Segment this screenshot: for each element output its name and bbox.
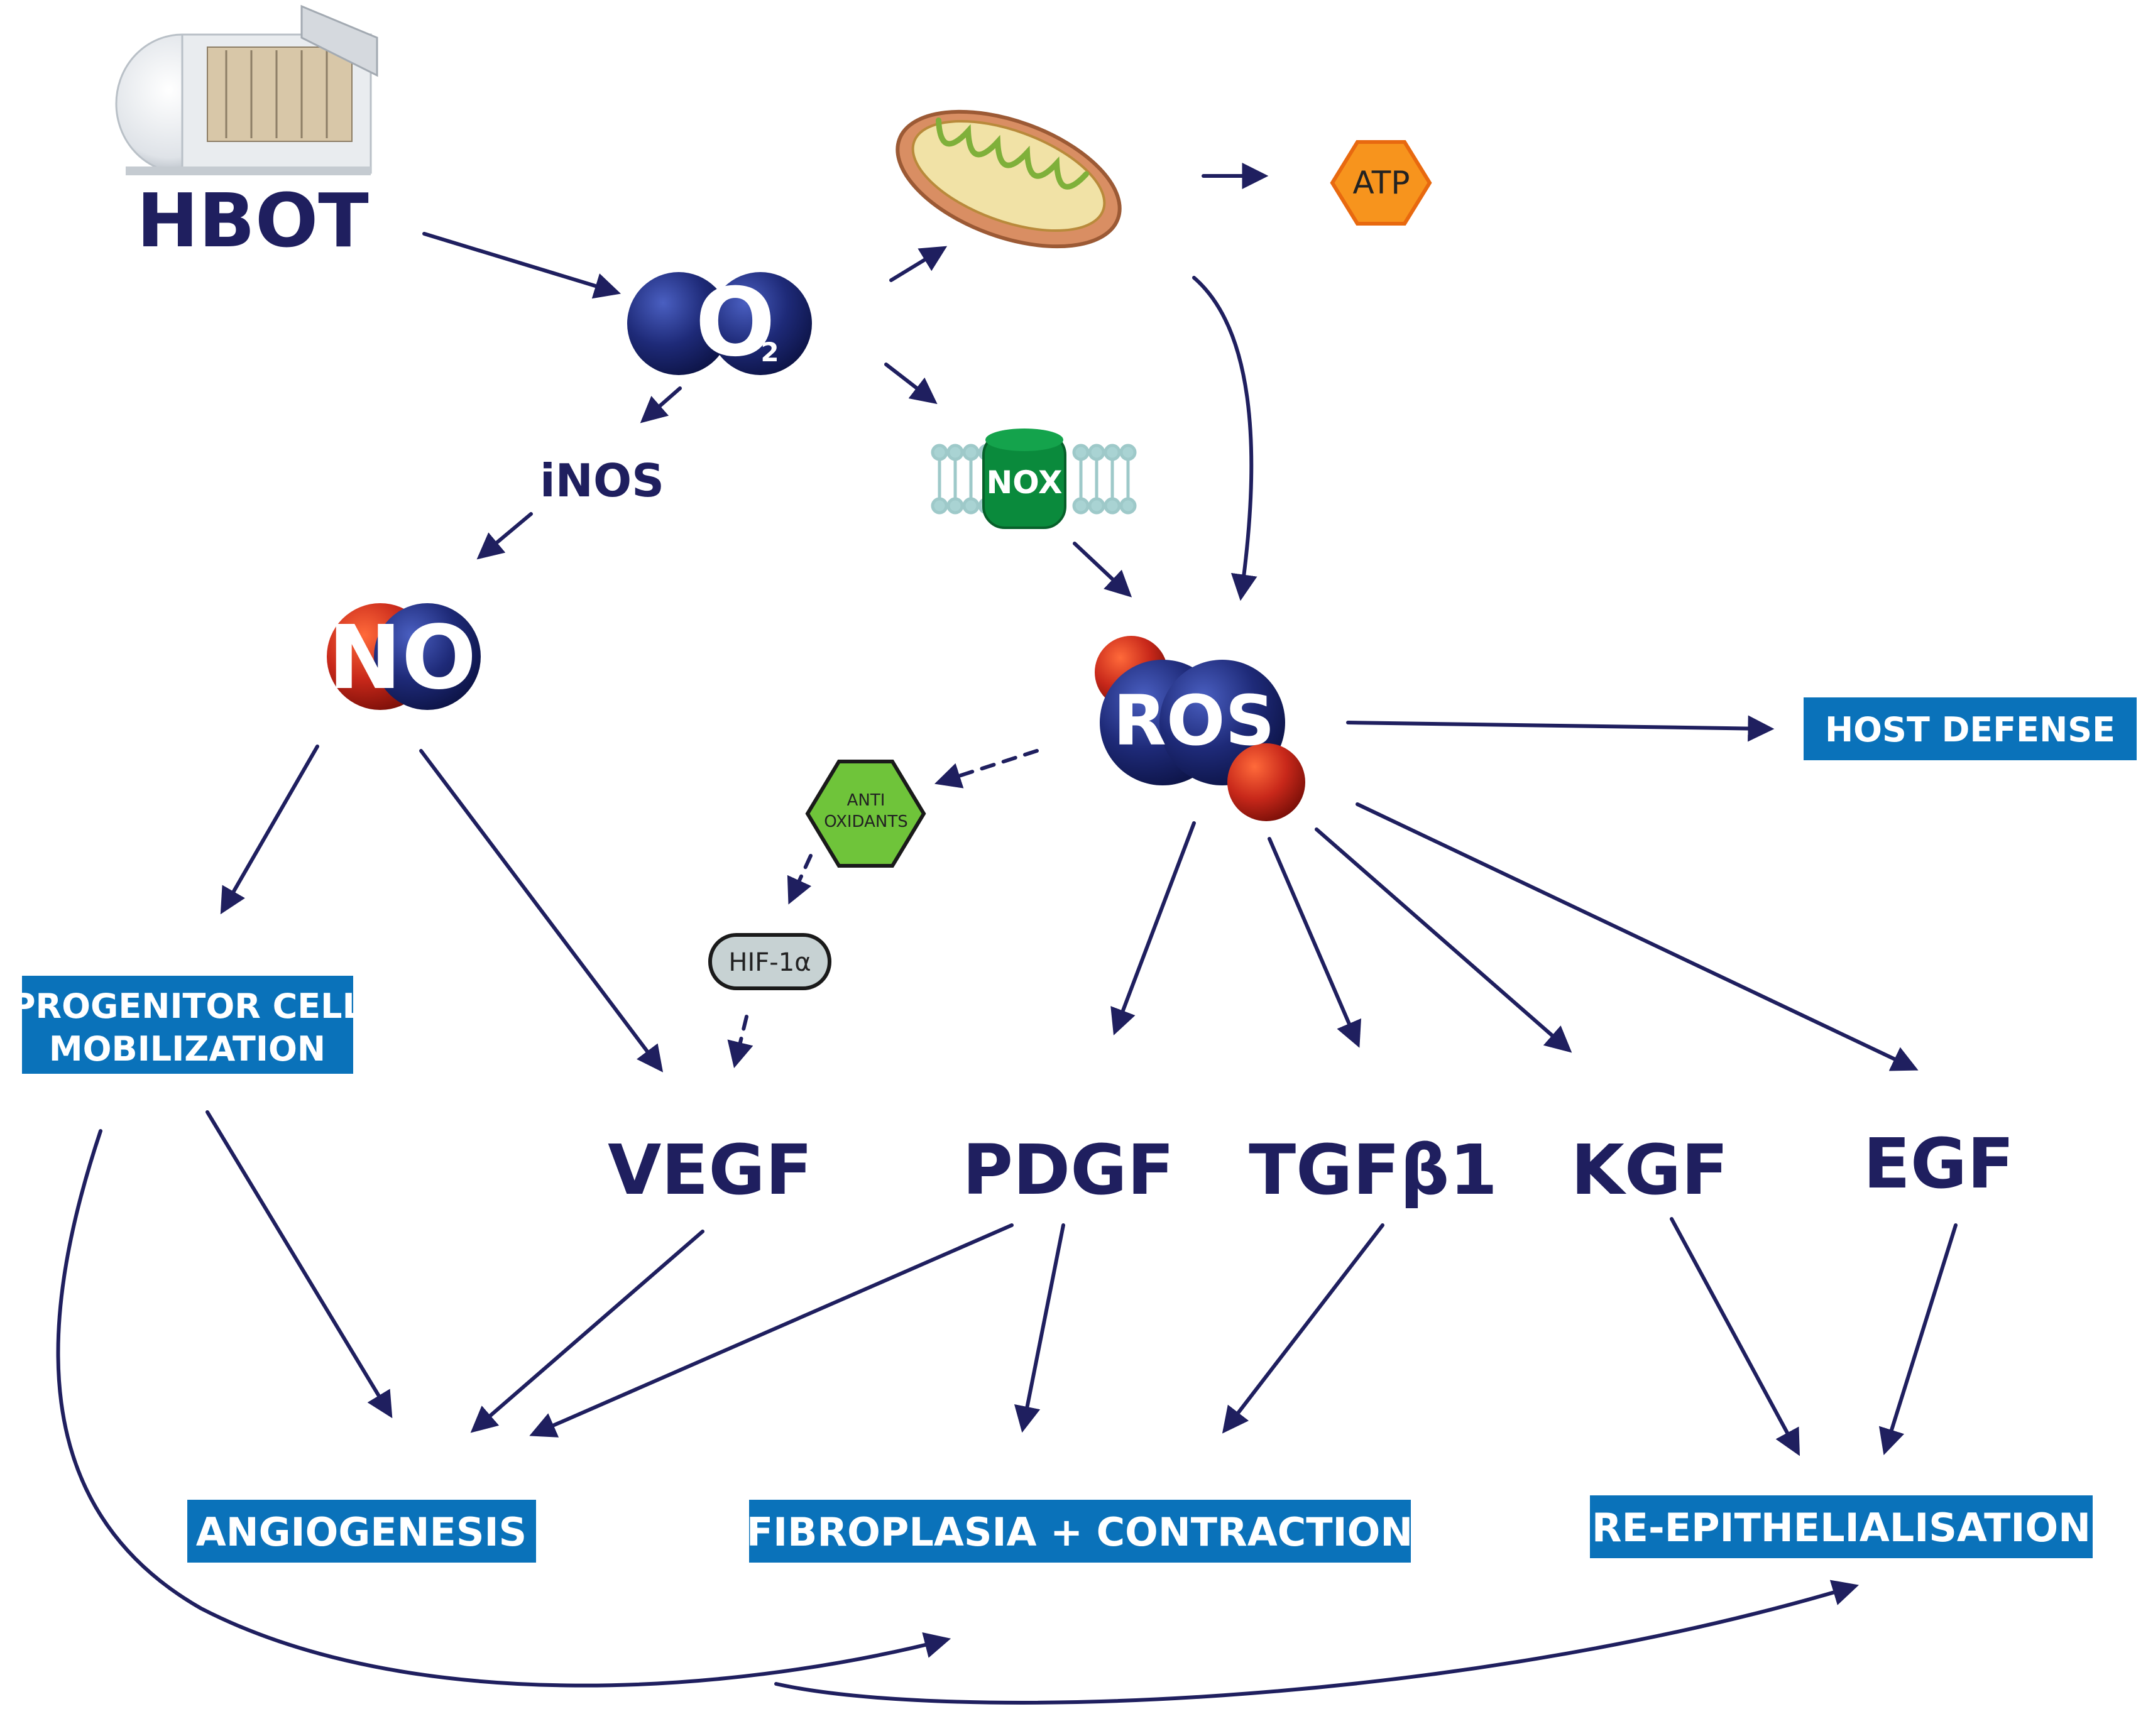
o2-molecule: O 2 [627, 268, 812, 378]
arrow-nox-to-ros [1073, 542, 1132, 598]
hif-1a-label: HIF-1α [728, 948, 811, 977]
hif-1a-pill: HIF-1α [708, 933, 831, 990]
progenitor-cell-mobilization-box: PROGENITOR CELL MOBILIZATION [11, 976, 364, 1074]
re-epithelialisation-label: RE-EPITHELIALISATION [1592, 1505, 2091, 1551]
arrow-no-to-vegf [419, 749, 664, 1073]
arrow-mitochondrion-to-ros [1192, 276, 1257, 601]
arrow-progenitor-to-angiogenesis [205, 1110, 393, 1419]
vegf-label: VEGF [608, 1130, 813, 1210]
host-defense-box: HOST DEFENSE [1804, 697, 2137, 760]
ros-label: ROS [1113, 680, 1274, 761]
arrow-tgfb1-to-fibroplasia [1222, 1223, 1384, 1434]
no-label: NO [328, 607, 476, 709]
arrow-pdgf-to-angiogenesis [529, 1223, 1014, 1438]
arrow-inos-to-no [476, 512, 533, 560]
egf-label: EGF [1863, 1123, 2015, 1204]
atp-hexagon: ATP [1330, 140, 1432, 226]
arrow-hbot-to-o2 [422, 232, 622, 299]
host-defense-label: HOST DEFENSE [1825, 710, 2115, 750]
arrow-ros-to-host-defense [1346, 715, 1775, 742]
nox-label: NOX [986, 464, 1062, 501]
o2-label: O [695, 268, 775, 378]
arrow-ros-to-antioxidants [934, 749, 1039, 789]
arrow-ros-to-egf [1356, 802, 1919, 1071]
pdgf-label: PDGF [962, 1130, 1174, 1210]
hbot-label: HBOT [136, 177, 369, 264]
no-molecule: NO [327, 603, 481, 710]
arrow-o2-to-nox [884, 363, 938, 405]
arrow-no-to-progenitor [220, 745, 319, 915]
arrow-ros-to-kgf [1315, 827, 1572, 1053]
tgfb1-label: TGFβ1 [1249, 1130, 1498, 1210]
ros-molecule: ROS [1095, 636, 1305, 821]
progenitor-label-line2: MOBILIZATION [49, 1029, 326, 1069]
o2-subscript: 2 [760, 337, 779, 368]
arrow-o2-to-inos [640, 386, 682, 423]
progenitor-label-line1: PROGENITOR CELL [11, 986, 364, 1026]
arrow-antioxidants-to-hif [787, 854, 813, 905]
arrow-ros-to-tgfb1 [1268, 837, 1361, 1048]
kgf-label: KGF [1571, 1130, 1729, 1210]
arrow-progenitor-to-fibroplasia [56, 1129, 951, 1688]
fibroplasia-contraction-box: FIBROPLASIA + CONTRACTION [747, 1500, 1413, 1563]
arrow-vegf-to-angiogenesis [470, 1230, 704, 1433]
antioxidants-label-line1: ANTI [847, 791, 885, 810]
atp-label: ATP [1352, 165, 1410, 201]
arrow-o2-to-mitochondrion [889, 246, 948, 282]
arrow-egf-to-re-epithelialisation [1878, 1223, 1958, 1456]
inos-label: iNOS [540, 454, 664, 507]
angiogenesis-label: ANGIOGENESIS [196, 1509, 527, 1555]
arrows [56, 163, 1958, 1705]
arrow-ros-to-pdgf [1110, 821, 1196, 1035]
antioxidants-hexagon: ANTI OXIDANTS [805, 760, 926, 868]
arrow-pdgf-to-fibroplasia [1014, 1223, 1065, 1433]
hyperbaric-chamber-icon [115, 4, 378, 175]
mitochondrion-icon [896, 109, 1122, 249]
arrow-kgf-to-re-epithelialisation [1670, 1217, 1800, 1456]
arrow-progenitor-to-re-epithelialisation [774, 1580, 1860, 1705]
antioxidants-label-line2: OXIDANTS [824, 812, 907, 831]
fibroplasia-label: FIBROPLASIA + CONTRACTION [747, 1509, 1413, 1555]
angiogenesis-box: ANGIOGENESIS [187, 1500, 536, 1563]
arrow-hif-to-vegf [727, 1015, 753, 1069]
nox-enzyme: NOX [982, 429, 1066, 529]
re-epithelialisation-box: RE-EPITHELIALISATION [1590, 1495, 2093, 1558]
